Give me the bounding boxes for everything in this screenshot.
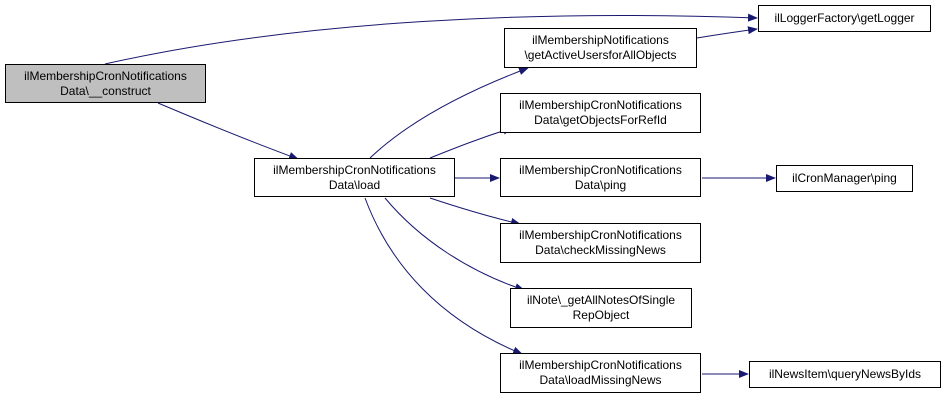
node-get-active-users[interactable]: ilMembershipNotifications \getActiveUser…: [504, 28, 697, 68]
node-ping-line1: ilMembershipCronNotifications: [519, 162, 682, 177]
node-get-all-notes[interactable]: ilNote\_getAllNotesOfSingle RepObject: [510, 288, 692, 328]
edge-get-active-users-to-get-logger: [696, 26, 758, 39]
node-query-news[interactable]: ilNewsItem\queryNewsByIds: [749, 361, 941, 388]
node-load[interactable]: ilMembershipCronNotifications Data\load: [254, 158, 455, 197]
node-ping-line2: Data\ping: [574, 177, 627, 192]
node-construct-line1: ilMembershipCronNotifications: [24, 68, 187, 83]
edge-load-to-load-missing: [364, 197, 523, 355]
node-check-missing-line1: ilMembershipCronNotifications: [519, 228, 682, 242]
node-cron-ping-line1: ilCronManager\ping: [792, 171, 897, 185]
node-get-logger[interactable]: ilLoggerFactory\getLogger: [758, 5, 931, 32]
node-get-all-notes-line1: ilNote\_getAllNotesOfSingle: [526, 293, 676, 307]
node-load-missing-line2: Data\loadMissingNews: [539, 373, 662, 387]
node-construct-line2: Data\__construct: [60, 83, 151, 98]
node-get-objects[interactable]: ilMembershipCronNotifications Data\getOb…: [500, 93, 701, 133]
edge-load-to-get-active-users: [369, 67, 529, 159]
node-get-objects-line2: Data\getObjectsForRefId: [534, 113, 667, 127]
edge-construct-to-load: [157, 102, 299, 160]
node-query-news-line1: ilNewsItem\queryNewsByIds: [768, 367, 922, 381]
node-load-missing-line1: ilMembershipCronNotifications: [519, 358, 682, 372]
node-load-line2: Data\load: [328, 177, 381, 192]
edge-construct-to-get-logger: [104, 13, 758, 65]
node-load-missing[interactable]: ilMembershipCronNotifications Data\loadM…: [500, 353, 701, 393]
node-get-active-users-line1: ilMembershipNotifications: [532, 33, 669, 47]
node-check-missing[interactable]: ilMembershipCronNotifications Data\check…: [500, 223, 701, 263]
node-get-logger-line1: ilLoggerFactory\getLogger: [774, 11, 915, 25]
node-cron-ping[interactable]: ilCronManager\ping: [776, 165, 913, 192]
node-construct[interactable]: ilMembershipCronNotifications Data\__con…: [5, 64, 206, 103]
edge-load-to-get-all-notes: [384, 197, 525, 291]
node-ping[interactable]: ilMembershipCronNotifications Data\ping: [500, 158, 701, 197]
edge-load-to-check-missing: [429, 197, 521, 226]
node-get-objects-line1: ilMembershipCronNotifications: [519, 98, 682, 112]
node-get-active-users-line2: \getActiveUsersforAllObjects: [524, 48, 677, 62]
node-check-missing-line2: Data\checkMissingNews: [535, 243, 666, 257]
node-load-line1: ilMembershipCronNotifications: [273, 162, 436, 177]
node-get-all-notes-line2: RepObject: [572, 308, 630, 322]
